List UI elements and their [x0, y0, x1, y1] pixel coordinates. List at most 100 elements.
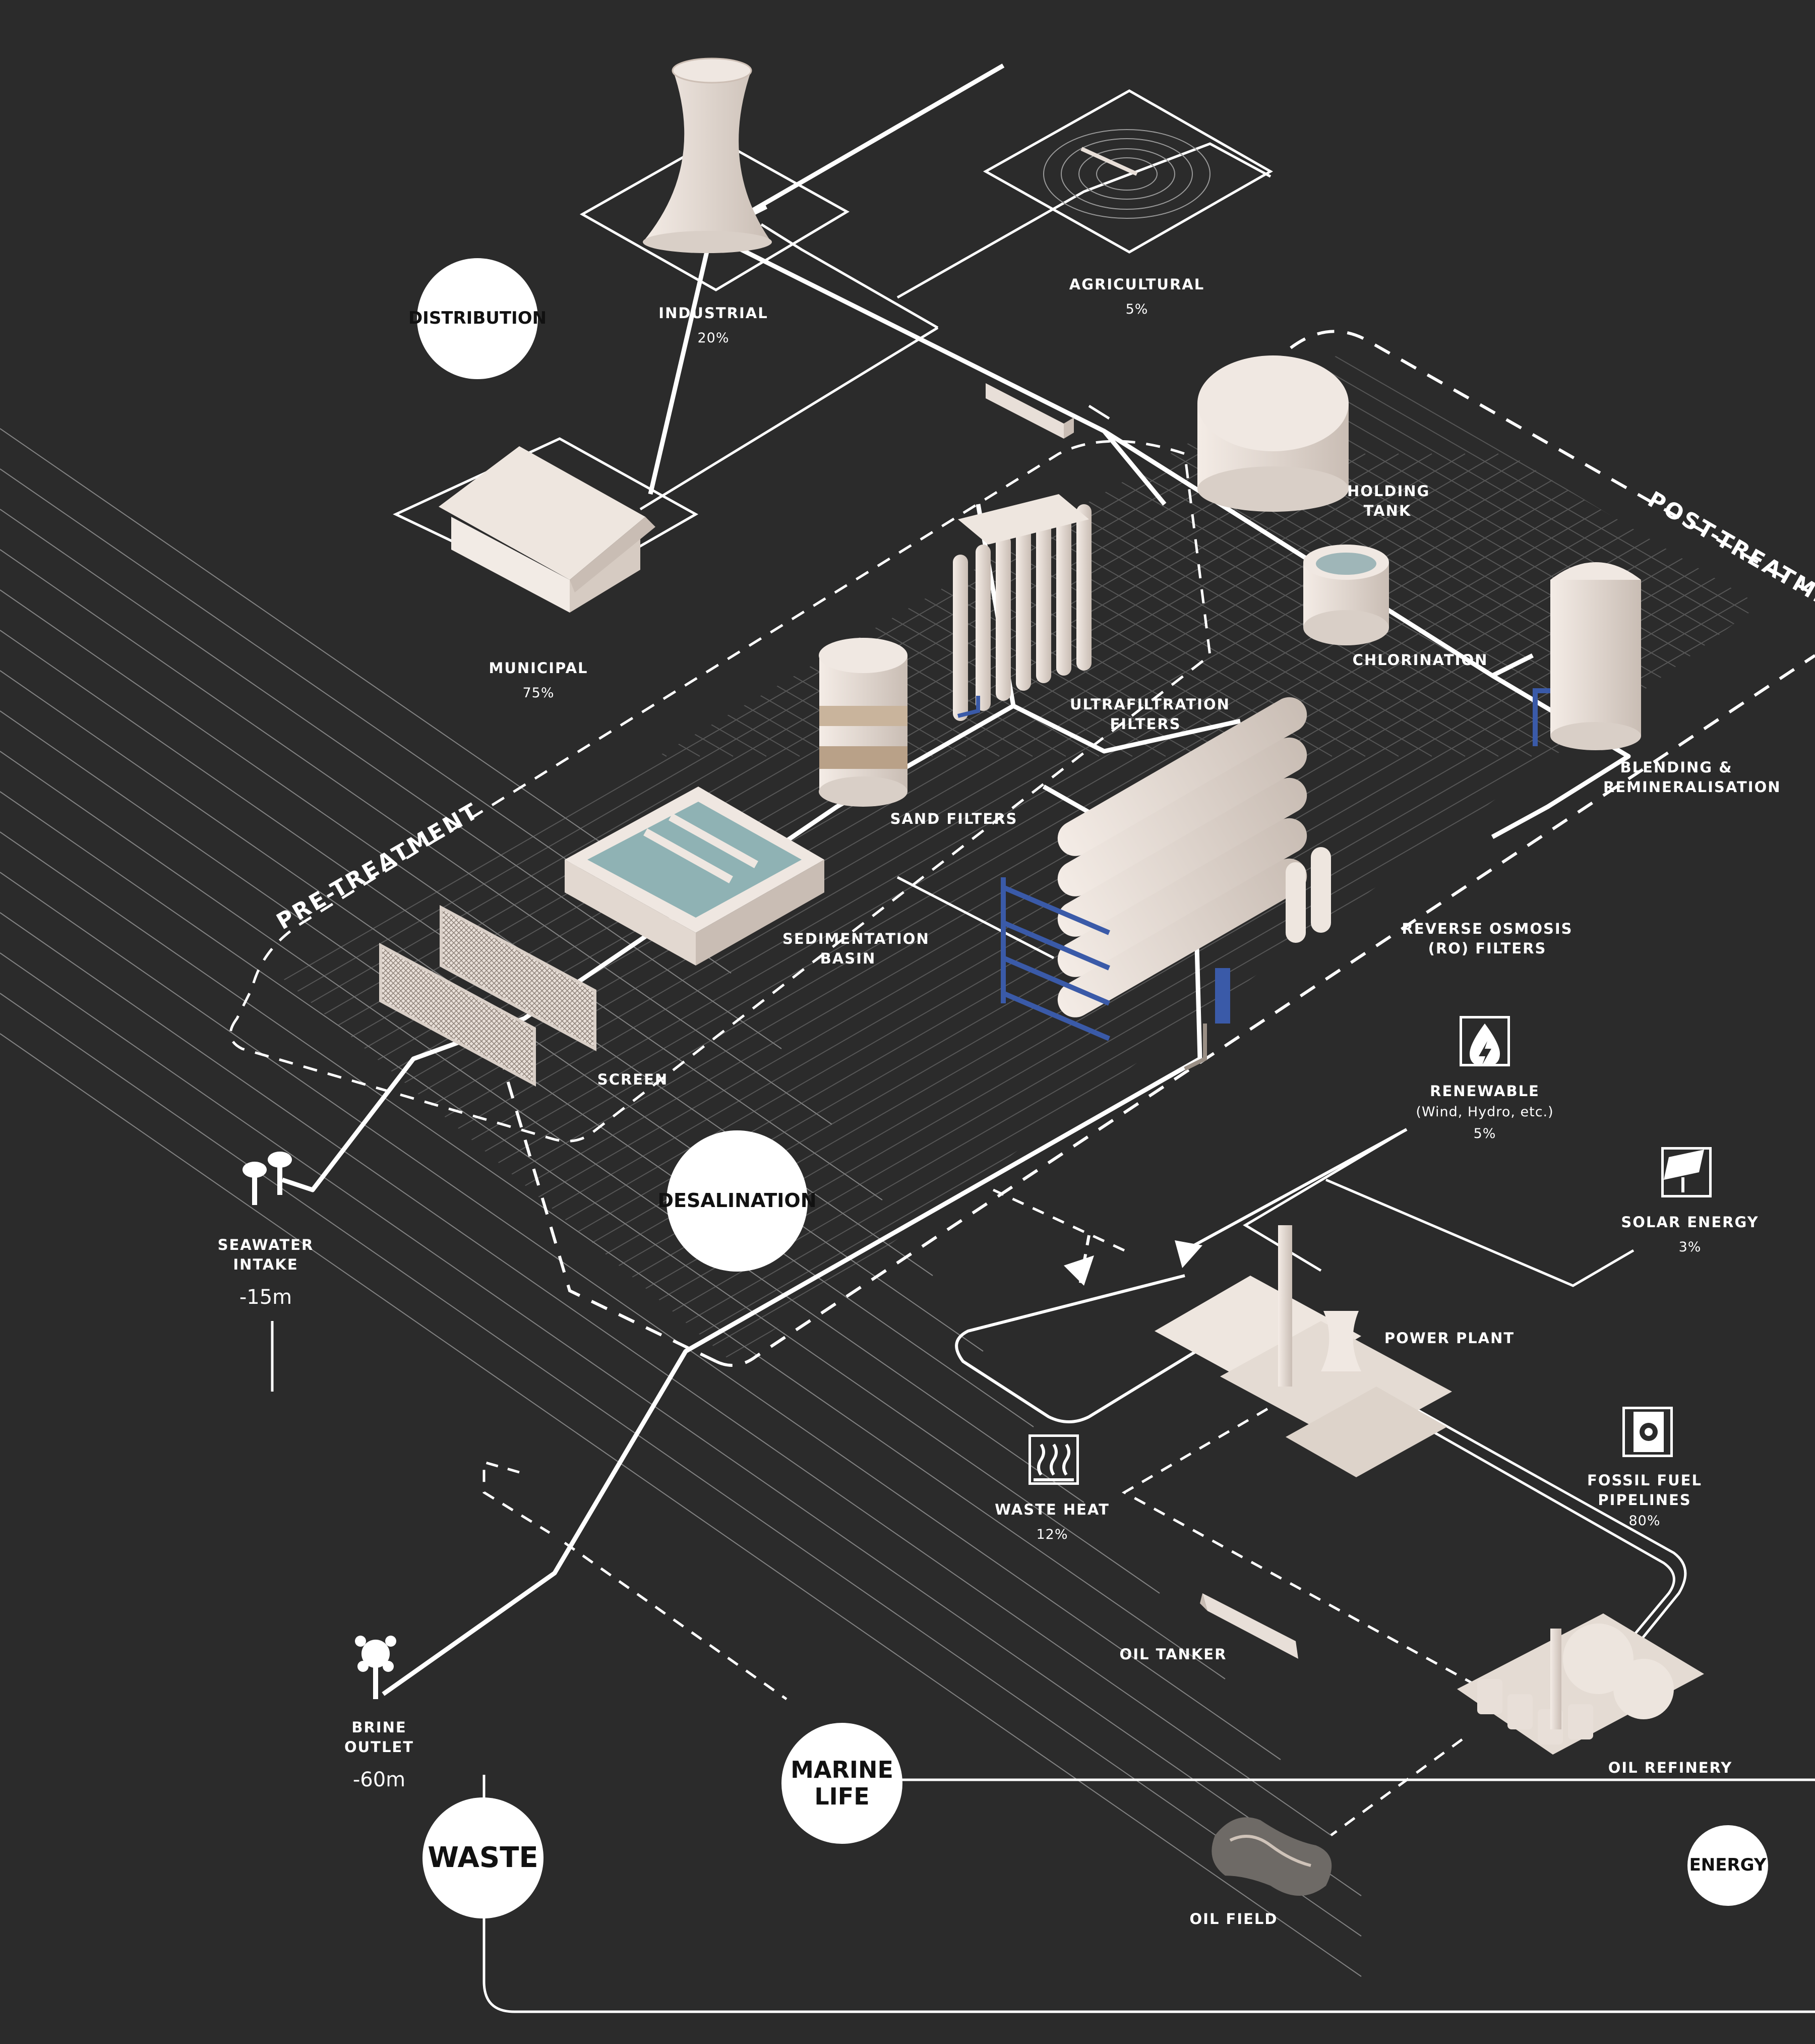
- water-energy-icon: [1460, 1016, 1510, 1066]
- grid-line: [946, 0, 1815, 756]
- label-power-plant: POWER PLANT: [1384, 1329, 1515, 1348]
- fossil-label: FOSSIL FUEL PIPELINES: [1587, 1471, 1703, 1510]
- grid-line: [14, 0, 1815, 756]
- label-reverse-osmosis: REVERSE OSMOSIS (RO) FILTERS: [1397, 919, 1578, 958]
- reverse-osmosis-label: REVERSE OSMOSIS (RO) FILTERS: [1397, 919, 1578, 958]
- grid-line: [1711, 454, 1815, 1613]
- grid-line: [0, 454, 1498, 1613]
- grid-line: [1478, 0, 1815, 756]
- grid-line: [1012, 0, 1815, 756]
- grid-line: [0, 0, 434, 756]
- ultrafiltration-label: ULTRAFILTRATION FILTERS: [1070, 695, 1221, 734]
- label-chlorination: CHLORINATION: [1353, 650, 1488, 670]
- power-plant-model: [1155, 1225, 1452, 1477]
- grid-line: [0, 454, 1815, 1613]
- grid-line: [0, 0, 533, 756]
- label-renewable: RENEWABLE (Wind, Hydro, etc.) 5%: [1416, 1081, 1553, 1143]
- grid-line: [0, 454, 1815, 1613]
- grid-line: [1645, 0, 1815, 756]
- grid-line: [0, 0, 1815, 756]
- grid-line: [0, 0, 1815, 756]
- grid-line: [0, 0, 1815, 756]
- hub-energy: ENERGY: [1687, 1825, 1768, 1906]
- grid-line: [0, 0, 766, 756]
- grid-line: [0, 0, 1166, 756]
- agricultural-share: 5%: [1069, 300, 1204, 319]
- blending-tank-model: [1535, 562, 1641, 750]
- label-municipal: MUNICIPAL 75%: [489, 658, 588, 703]
- label-industrial: INDUSTRIAL 20%: [658, 304, 768, 348]
- screen-label: SCREEN: [597, 1070, 668, 1090]
- cooling-tower-model: [643, 58, 772, 253]
- label-waste-heat: WASTE HEAT 12%: [995, 1500, 1110, 1544]
- industrial-label: INDUSTRIAL: [658, 304, 768, 323]
- grid-line: [0, 454, 766, 1613]
- heat-icon: [1028, 1434, 1079, 1485]
- waste-heat-label: WASTE HEAT: [995, 1500, 1110, 1520]
- chlorination-label: CHLORINATION: [1353, 650, 1488, 670]
- fossil-share: 80%: [1587, 1512, 1703, 1530]
- oil-tanker-label: OIL TANKER: [1120, 1645, 1227, 1664]
- grid-line: [1079, 0, 1815, 756]
- oil-field-label: OIL FIELD: [1190, 1909, 1278, 1929]
- waste-heat-share: 12%: [995, 1526, 1110, 1544]
- grid-line: [0, 0, 1332, 756]
- label-brine-outlet: BRINE OUTLET -60m: [339, 1718, 419, 1793]
- label-agricultural: AGRICULTURAL 5%: [1069, 275, 1204, 319]
- sedimentation-label: SEDIMENTATION BASIN: [782, 929, 914, 969]
- holding-tank-label: HOLDING TANK: [1347, 482, 1428, 521]
- agricultural-field-model: [1044, 130, 1210, 218]
- grid-line: [0, 454, 633, 1613]
- solar-share: 3%: [1621, 1238, 1759, 1256]
- label-fossil-fuel: FOSSIL FUEL PIPELINES 80%: [1587, 1471, 1703, 1531]
- hub-desalination: DESALINATION: [667, 1130, 808, 1272]
- power-plant-label: POWER PLANT: [1384, 1329, 1515, 1348]
- grid-line: [0, 0, 1815, 756]
- label-ultrafiltration: ULTRAFILTRATION FILTERS: [1070, 695, 1221, 734]
- label-oil-tanker: OIL TANKER: [1120, 1645, 1227, 1664]
- grid-line: [0, 0, 1066, 756]
- oil-refinery-label: OIL REFINERY: [1608, 1758, 1733, 1778]
- grid-line: [0, 454, 1299, 1613]
- label-screen: SCREEN: [597, 1070, 668, 1090]
- holding-tank-model: [1197, 355, 1349, 512]
- oil-barrel-icon: [1622, 1407, 1673, 1457]
- grid-line: [0, 0, 1265, 756]
- grid-line: [14, 454, 1815, 1613]
- house-model: [439, 446, 655, 613]
- grid-line: [0, 454, 800, 1613]
- grid-line: [1611, 0, 1815, 756]
- grid-line: [1678, 0, 1815, 756]
- grid-line: [0, 454, 866, 1613]
- grid-line: [1046, 454, 1815, 1613]
- grid-line: [0, 454, 1332, 1613]
- industrial-share: 20%: [658, 329, 768, 347]
- grid-line: [47, 454, 1815, 1613]
- label-oil-refinery: OIL REFINERY: [1608, 1758, 1733, 1778]
- sand-filter-model: [819, 638, 908, 807]
- municipal-label: MUNICIPAL: [489, 658, 588, 678]
- label-sedimentation: SEDIMENTATION BASIN: [782, 929, 914, 969]
- grid-line: [0, 0, 667, 756]
- grid-line: [0, 0, 600, 756]
- grid-line: [47, 0, 1815, 756]
- grid-line: [0, 0, 1365, 756]
- solar-label: SOLAR ENERGY: [1621, 1213, 1759, 1232]
- grid-line: [0, 454, 1465, 1613]
- grid-line: [0, 0, 700, 756]
- label-blending: BLENDING & REMINERALISATION: [1603, 758, 1749, 797]
- grid-line: [0, 0, 1815, 756]
- grid-line: [1678, 454, 1815, 1613]
- grid-line: [0, 454, 1815, 1613]
- oil-refinery-model: [1457, 1613, 1704, 1755]
- grid-line: [1744, 454, 1815, 1613]
- grid-line: [0, 0, 633, 756]
- label-holding-tank: HOLDING TANK: [1347, 482, 1428, 521]
- grid-line: [0, 454, 1698, 1613]
- grid-line: [979, 0, 1815, 756]
- grid-line: [0, 0, 500, 756]
- grid-line: [1711, 0, 1815, 756]
- arrow-head-waste-heat: [1064, 1255, 1094, 1286]
